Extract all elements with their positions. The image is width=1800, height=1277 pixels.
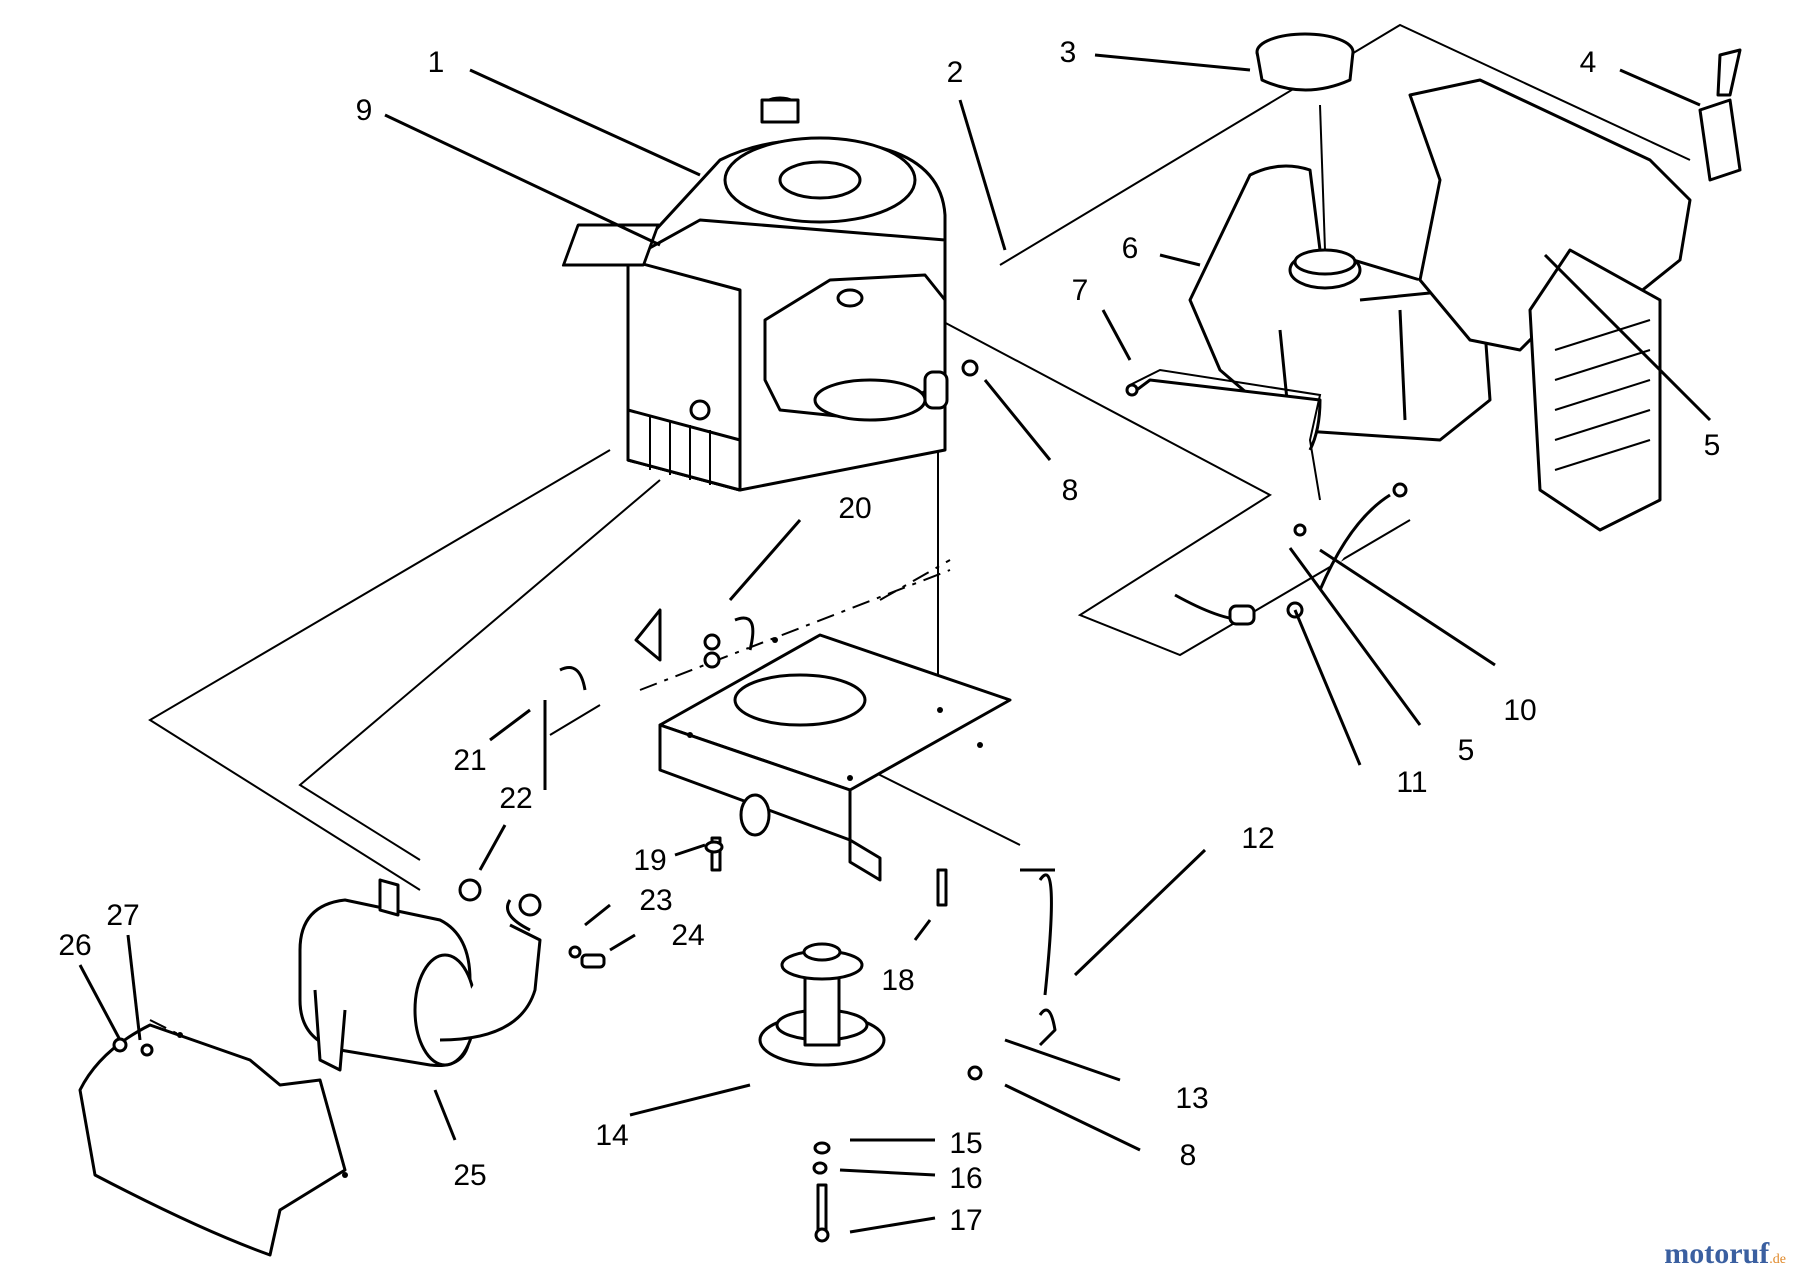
callout-1: 1 <box>428 46 445 79</box>
callout-23: 23 <box>639 884 672 917</box>
callout-labels: 1 2 3 4 5 5 6 7 8 8 9 10 11 12 13 14 15 … <box>58 36 1720 1237</box>
callout-21: 21 <box>453 744 486 777</box>
callout-14: 14 <box>595 1119 628 1152</box>
callout-2: 2 <box>947 56 964 89</box>
fuel-tank-assembly <box>1129 32 1492 626</box>
leader-lines <box>78 53 1712 1234</box>
callout-6: 6 <box>1122 232 1139 265</box>
callout-24: 24 <box>671 919 704 952</box>
callout-20: 20 <box>838 492 871 525</box>
watermark-suffix: .de <box>1769 1252 1786 1267</box>
callout-25: 25 <box>453 1159 486 1192</box>
callout-18: 18 <box>881 964 914 997</box>
watermark-logo: motoruf.de <box>1664 1237 1786 1271</box>
callout-15: 15 <box>949 1127 982 1160</box>
callout-16: 16 <box>949 1162 982 1195</box>
callout-7: 7 <box>1072 274 1089 307</box>
callout-12: 12 <box>1241 822 1274 855</box>
bracket-hardware <box>543 608 1057 1081</box>
callout-19: 19 <box>633 844 666 877</box>
engine-assembly <box>561 96 979 492</box>
callout-9: 9 <box>356 94 373 127</box>
fuel-pipe <box>1125 368 1322 501</box>
callout-13: 13 <box>1175 1082 1208 1115</box>
callout-8-upper: 8 <box>1062 474 1079 507</box>
engine-pulley <box>758 942 886 1243</box>
callout-10: 10 <box>1503 694 1536 727</box>
callout-4: 4 <box>1580 46 1597 79</box>
watermark-brand: motoruf <box>1664 1237 1770 1270</box>
callout-22: 22 <box>499 782 532 815</box>
callout-3: 3 <box>1060 36 1077 69</box>
rear-shroud <box>1408 48 1742 532</box>
callout-8-lower: 8 <box>1180 1139 1197 1172</box>
muffler-assembly <box>78 878 606 1257</box>
callout-17: 17 <box>949 1204 982 1237</box>
mounting-plate-assembly <box>658 633 1012 882</box>
callout-26: 26 <box>58 929 91 962</box>
callout-27: 27 <box>106 899 139 932</box>
callout-5-upper: 5 <box>1704 429 1721 462</box>
callout-11: 11 <box>1396 766 1427 799</box>
callout-5-lower: 5 <box>1458 734 1475 767</box>
